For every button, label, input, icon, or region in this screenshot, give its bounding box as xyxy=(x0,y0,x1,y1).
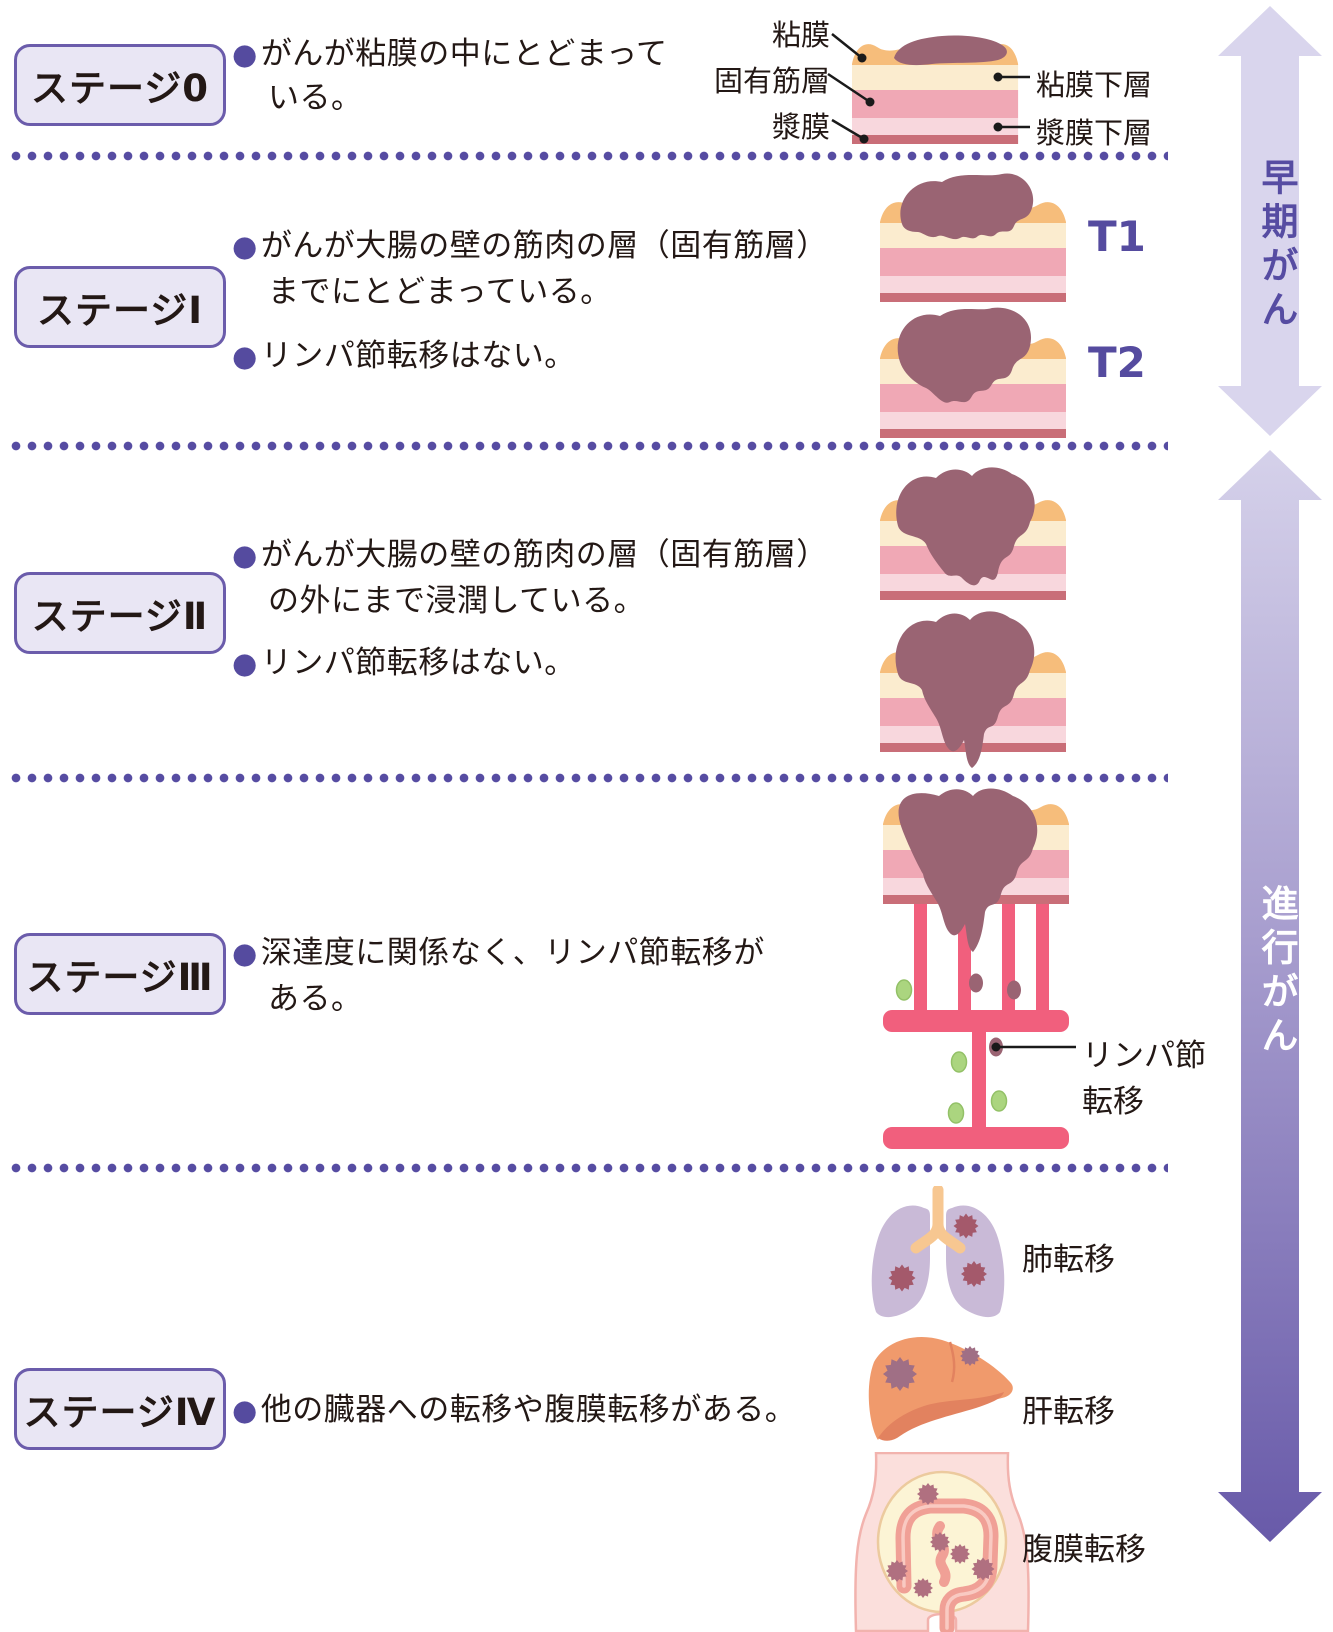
stage3-bullet-1-line-2: ある。 xyxy=(268,981,363,1017)
tumor-stage3 xyxy=(898,788,1038,952)
stage2-bullet-1-line-1: がんが大腸の壁の筋肉の層（固有筋層） xyxy=(232,537,828,574)
stage-2-box: ステージⅡ xyxy=(14,572,226,654)
dotted-separator-3 xyxy=(8,773,1168,783)
lymph-diagram-stage3 xyxy=(883,788,1076,1149)
label-mucosa: 粘膜 xyxy=(771,18,830,52)
label-advanced-cancer: 進行がん xyxy=(1255,884,1298,1060)
stage0-bullet-1-line-1: がんが粘膜の中にとどまって xyxy=(232,36,668,73)
label-t1: T1 xyxy=(1088,212,1146,261)
tumor-stage0 xyxy=(894,35,1007,66)
trachea xyxy=(910,1186,966,1254)
label-t2: T2 xyxy=(1088,338,1146,387)
stage1-bullet-1-line-1: がんが大腸の壁の筋肉の層（固有筋層） xyxy=(232,228,828,265)
leader-lines xyxy=(827,33,1030,141)
stage1-bullet-2: リンパ節転移はない。 xyxy=(232,338,576,375)
tissue-diagram-t2 xyxy=(880,307,1066,438)
label-lymph-metastasis-line1: リンパ節 xyxy=(1082,1038,1206,1074)
dotted-separator-1 xyxy=(8,151,1168,161)
leader-dots xyxy=(857,53,1003,144)
lung-metastasis-diagram xyxy=(871,1186,1005,1318)
dotted-separator-4 xyxy=(8,1163,1168,1173)
tissue-diagram-stage2b xyxy=(880,611,1066,768)
early-cancer-arrow xyxy=(1218,6,1322,436)
liver-lobe-line xyxy=(948,1341,956,1383)
stage3-bullet-1-line-1: 深達度に関係なく、リンパ節転移が xyxy=(232,935,765,972)
peritoneal-metastasis-diagram xyxy=(854,1452,1030,1632)
tumor-t2 xyxy=(897,307,1032,403)
label-subserosa: 漿膜下層 xyxy=(1036,116,1153,150)
label-muscularis: 固有筋層 xyxy=(713,64,830,98)
stage2-bullet-1-line-2: の外にまで浸潤している。 xyxy=(268,583,646,619)
stage-0-box: ステージ0 xyxy=(14,44,226,126)
stage-1-box: ステージⅠ xyxy=(14,266,226,348)
label-liver-metastasis: 肝転移 xyxy=(1022,1394,1115,1430)
stage4-bullet-1: 他の臓器への転移や腹膜転移がある。 xyxy=(232,1392,796,1429)
advanced-cancer-arrow xyxy=(1218,450,1322,1542)
label-lung-metastasis: 肺転移 xyxy=(1022,1242,1115,1278)
label-early-cancer: 早期がん xyxy=(1255,158,1298,334)
lymph-leader-dot xyxy=(991,1042,1001,1052)
tumor-stage2b xyxy=(895,611,1035,768)
tissue-diagram-stage0 xyxy=(827,33,1030,144)
label-peritoneal-metastasis: 腹膜転移 xyxy=(1022,1532,1146,1568)
label-serosa: 漿膜 xyxy=(771,110,830,144)
stage1-bullet-1-line-2: までにとどまっている。 xyxy=(268,274,612,310)
label-submucosa: 粘膜下層 xyxy=(1036,68,1153,102)
stage0-bullet-1-line-2: いる。 xyxy=(268,80,363,116)
liver-lower-lobe xyxy=(878,1392,1004,1441)
label-lymph-metastasis-line2: 転移 xyxy=(1082,1084,1144,1120)
lymph-nodes-normal xyxy=(895,979,1008,1124)
stage-4-box: ステージⅣ xyxy=(14,1368,226,1450)
stage-3-box: ステージⅢ xyxy=(14,933,226,1015)
tissue-diagram-stage2a xyxy=(880,467,1066,600)
tissue-diagram-t1 xyxy=(880,173,1066,302)
stage2-bullet-2: リンパ節転移はない。 xyxy=(232,645,576,682)
liver-metastasis-diagram xyxy=(868,1336,1013,1441)
lung-left xyxy=(871,1205,930,1318)
dotted-separator-2 xyxy=(8,441,1168,451)
tumor-stage2a xyxy=(896,467,1035,586)
lymph-nodes-metastatic xyxy=(969,973,1021,1057)
tumor-t1 xyxy=(900,173,1034,240)
